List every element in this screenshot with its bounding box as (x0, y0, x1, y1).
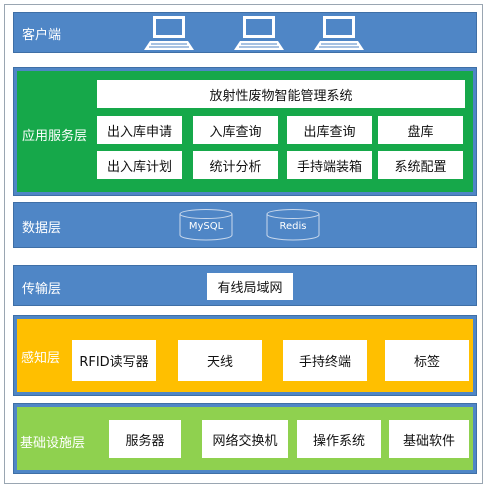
module-box: 手持端装箱 (287, 151, 372, 179)
database-mysql: MySQL (178, 208, 234, 242)
perception-layer: 感知层 RFID读写器 天线 手持终端 标签 (13, 315, 477, 396)
application-layer-panel: 应用服务层 放射性废物智能管理系统 出入库申请 入库查询 出库查询 盘库 出入库… (17, 71, 473, 192)
module-box: 出入库计划 (97, 151, 182, 179)
module-box: 出入库申请 (97, 116, 182, 144)
infrastructure-box: 网络交换机 (202, 420, 288, 458)
client-layer: 客户端 (13, 12, 477, 53)
database-icon (179, 209, 233, 241)
module-box: 出库查询 (287, 116, 372, 144)
perception-layer-panel: 感知层 RFID读写器 天线 手持终端 标签 (17, 319, 473, 392)
module-box: 统计分析 (193, 151, 278, 179)
infrastructure-layer-label: 基础设施层 (20, 436, 86, 451)
client-layer-label: 客户端 (22, 28, 62, 43)
database-label: Redis (279, 221, 307, 232)
database-icon (266, 209, 320, 241)
module-box: 系统配置 (378, 151, 463, 179)
database-redis: Redis (265, 208, 321, 242)
application-layer-label: 应用服务层 (22, 129, 88, 144)
infrastructure-box: 服务器 (109, 420, 181, 458)
infrastructure-box: 操作系统 (297, 420, 381, 458)
data-layer-label: 数据层 (22, 221, 62, 236)
application-layer: 应用服务层 放射性废物智能管理系统 出入库申请 入库查询 出库查询 盘库 出入库… (13, 67, 477, 196)
module-box: 入库查询 (193, 116, 278, 144)
transport-layer: 传输层 有线局域网 (13, 265, 477, 306)
transport-layer-label: 传输层 (22, 282, 62, 297)
network-box: 有线局域网 (207, 273, 293, 300)
computer-icon (314, 16, 364, 50)
computer-icon (234, 16, 284, 50)
perception-layer-label: 感知层 (21, 351, 61, 366)
device-box: RFID读写器 (72, 340, 156, 381)
system-title: 放射性废物智能管理系统 (97, 80, 465, 108)
data-layer: 数据层 MySQL Redis (13, 202, 477, 248)
device-box: 标签 (385, 340, 469, 381)
infrastructure-layer-panel: 基础设施层 服务器 网络交换机 操作系统 基础软件 (17, 407, 473, 470)
module-box: 盘库 (378, 116, 463, 144)
infrastructure-layer: 基础设施层 服务器 网络交换机 操作系统 基础软件 (13, 403, 477, 474)
infrastructure-box: 基础软件 (389, 420, 469, 458)
computer-icon (144, 16, 194, 50)
device-box: 天线 (178, 340, 262, 381)
database-label: MySQL (188, 221, 224, 232)
device-box: 手持终端 (283, 340, 367, 381)
